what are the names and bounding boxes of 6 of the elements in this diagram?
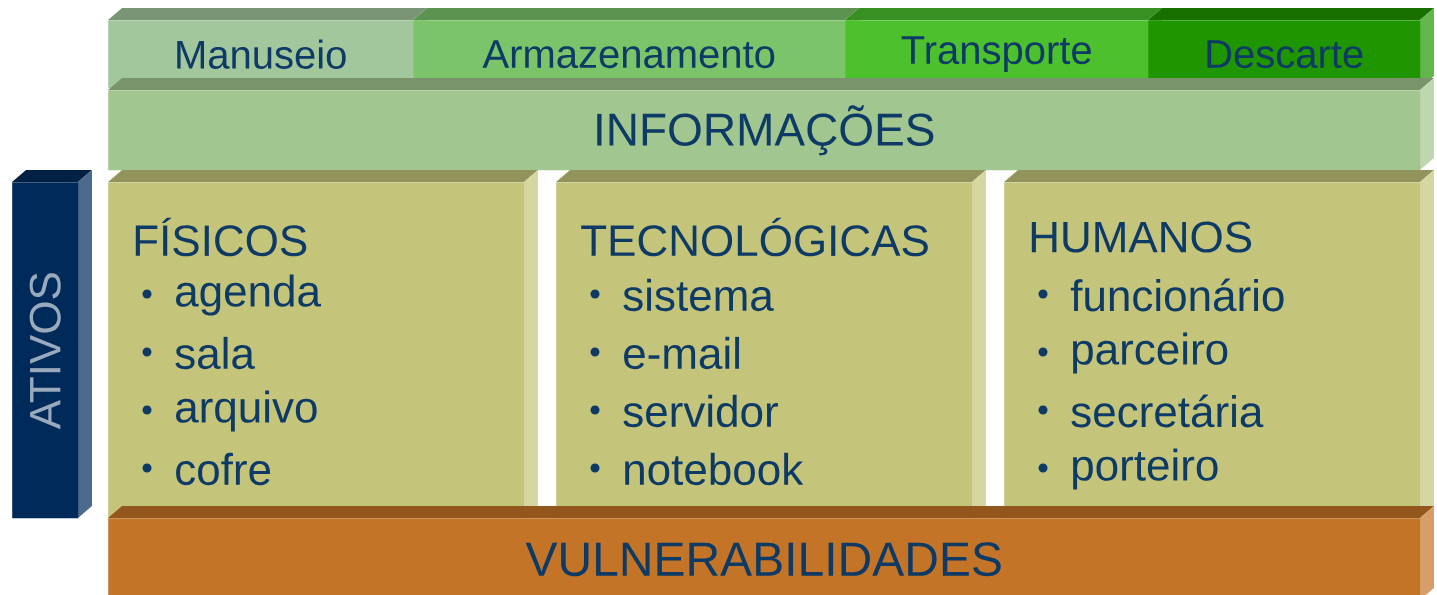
- assets-band: ATIVOS: [12, 170, 92, 519]
- information-band: INFORMAÇÕES: [108, 78, 1434, 171]
- asset-category-box: TECNOLÓGICAS sistema e-mail servidor notebook: [556, 170, 986, 519]
- asset-category-box: FÍSICOS agenda sala arquivo cofre: [108, 170, 538, 519]
- asset-category-box: HUMANOS funcionário parceiro secretária porteiro: [1004, 170, 1434, 519]
- vulnerabilities-band: VULNERABILIDADES: [108, 506, 1434, 595]
